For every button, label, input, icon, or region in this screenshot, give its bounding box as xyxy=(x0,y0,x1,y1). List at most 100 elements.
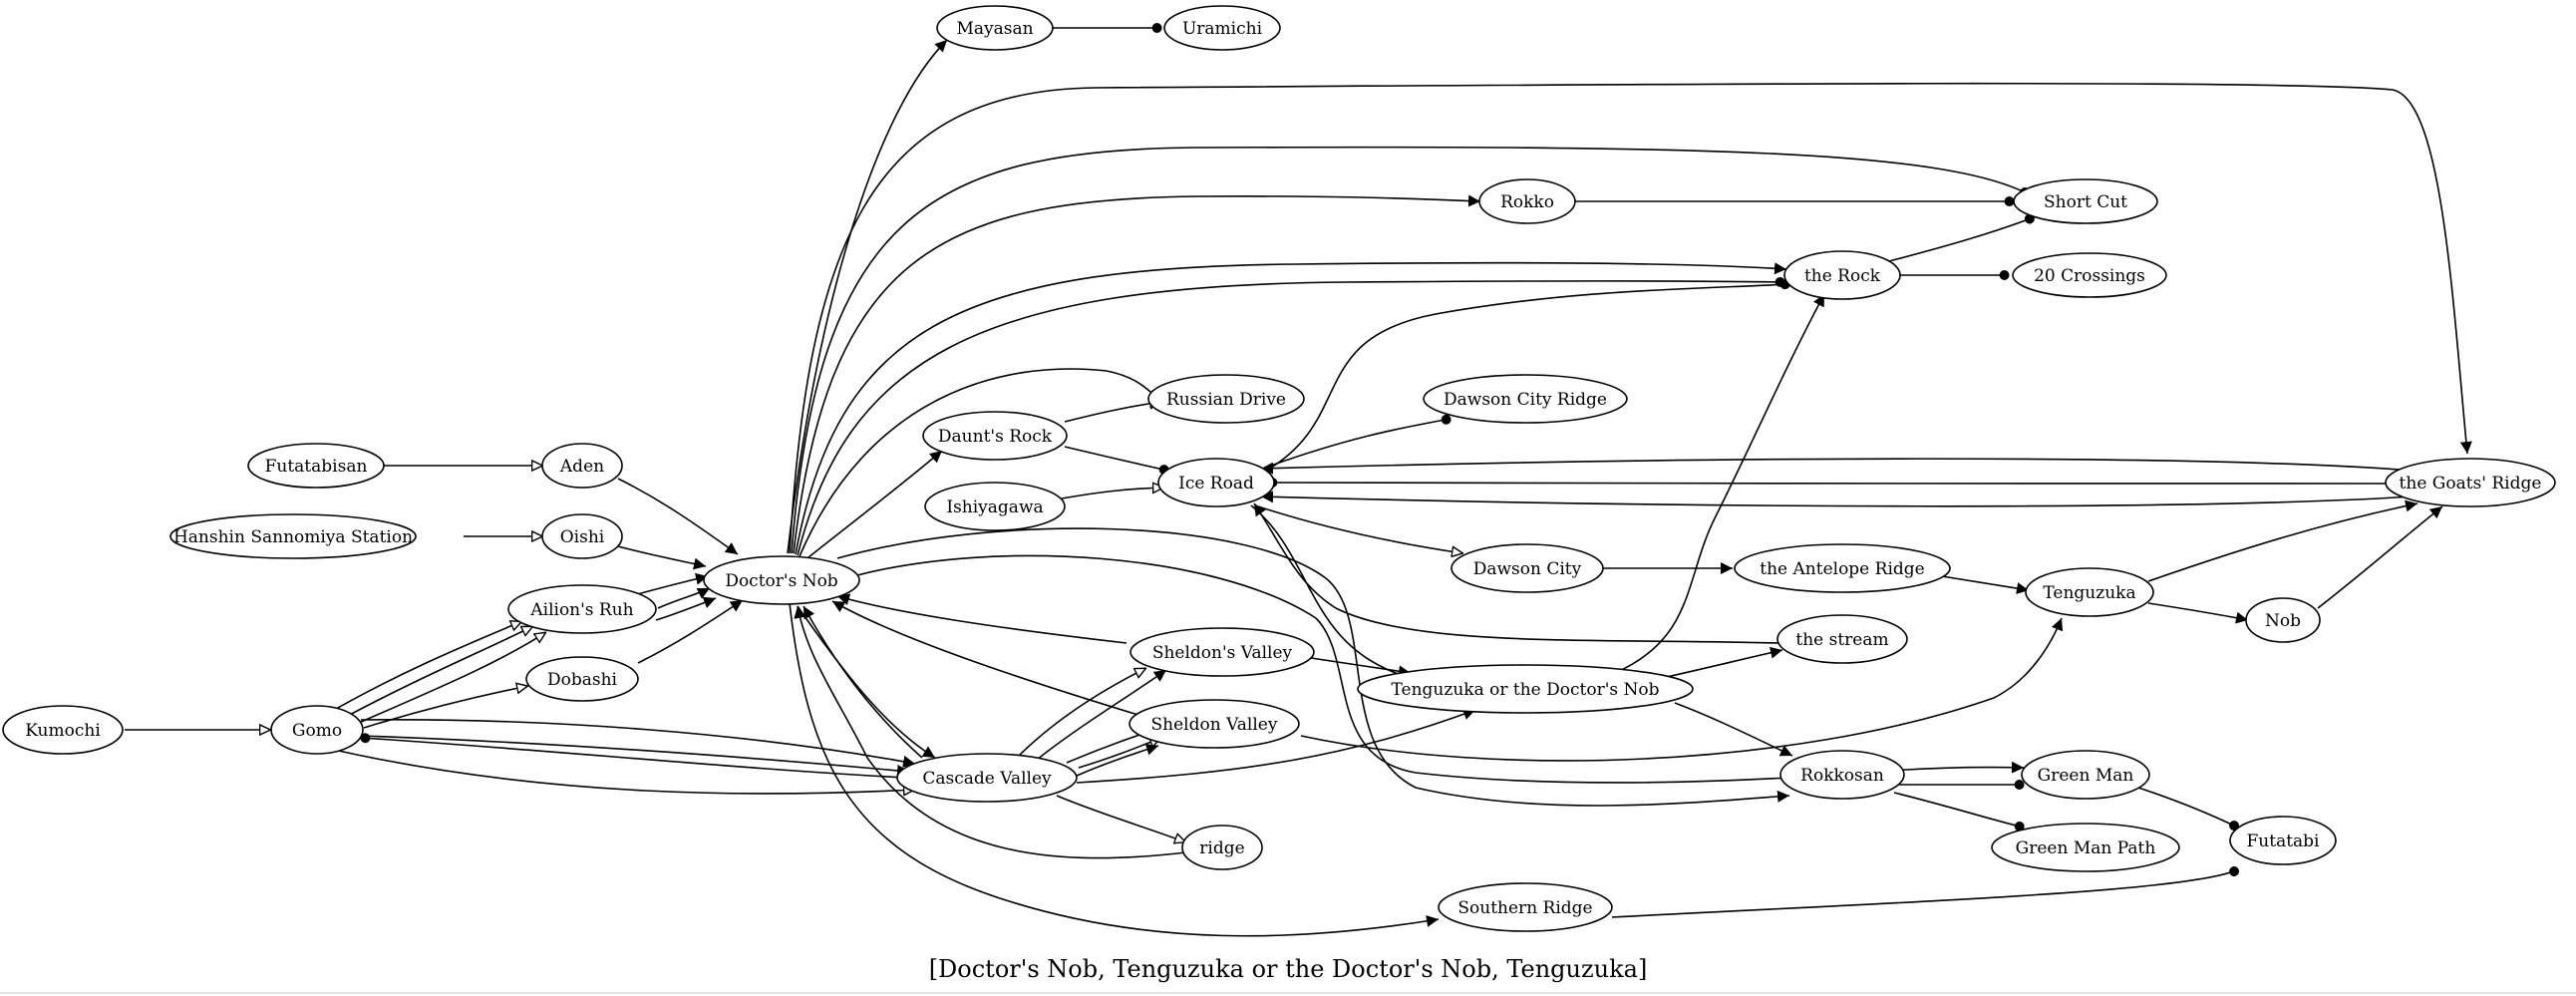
edge-ishiyagawa-to-ice-road xyxy=(1061,488,1164,499)
node-ailions-ruh[interactable]: Ailion's Ruh xyxy=(507,584,657,634)
graph-caption: [Doctor's Nob, Tenguzuka or the Doctor's… xyxy=(929,955,1648,983)
svg-text:Rokko: Rokko xyxy=(1500,192,1554,212)
node-tenguzuka[interactable]: Tenguzuka xyxy=(2025,567,2154,617)
node-rokko[interactable]: Rokko xyxy=(1478,178,1576,224)
svg-text:the Goats' Ridge: the Goats' Ridge xyxy=(2400,474,2542,494)
svg-text:Cascade Valley: Cascade Valley xyxy=(922,769,1052,789)
node-the-rock[interactable]: the Rock xyxy=(1783,250,1901,300)
node-hanshin-sannomiya-station[interactable]: Hanshin Sannomiya Station xyxy=(169,513,417,559)
edge-ice-road-to-dawson-city-ridge xyxy=(1267,414,1451,468)
svg-text:Mayasan: Mayasan xyxy=(956,19,1033,39)
node-sheldon-valley[interactable]: Sheldon Valley xyxy=(1128,699,1300,749)
node-aden[interactable]: Aden xyxy=(541,443,623,489)
edge-ice-road-to-the-rock xyxy=(1265,279,1790,472)
edge-southern-ridge-to-futatabi xyxy=(1611,866,2240,918)
svg-text:Uramichi: Uramichi xyxy=(1182,19,1263,39)
edge-doctors-nob-to-mayasan xyxy=(787,39,948,554)
node-ice-road[interactable]: Ice Road xyxy=(1157,458,1275,507)
node-tenguzuka-or-the-doctors-nob[interactable]: Tenguzuka or the Doctor's Nob xyxy=(1357,664,1694,714)
svg-text:Kumochi: Kumochi xyxy=(25,721,101,741)
svg-text:Nob: Nob xyxy=(2265,611,2301,631)
edge-tenguzuka-to-nob xyxy=(2147,602,2249,624)
edge-cascade-valley-to-doctors-nob xyxy=(803,605,923,759)
node-daunts-rock[interactable]: Daunt's Rock xyxy=(922,411,1068,461)
svg-text:20 Crossings: 20 Crossings xyxy=(2034,266,2145,286)
edge-tenguzuka-to-goats-ridge xyxy=(2147,499,2418,582)
node-doctors-nob[interactable]: Doctor's Nob xyxy=(703,555,860,605)
edge-tenguzuka-or-doctors-nob-to-rokkosan xyxy=(1674,702,1793,757)
svg-text:Gomo: Gomo xyxy=(292,721,342,741)
svg-text:the Antelope Ridge: the Antelope Ridge xyxy=(1760,559,1924,579)
svg-text:Dawson City: Dawson City xyxy=(1473,559,1582,579)
edge-gomo-to-ailions-ruh-3 xyxy=(358,631,546,724)
svg-text:Ailion's Ruh: Ailion's Ruh xyxy=(529,600,633,620)
svg-text:Hanshin Sannomiya Station: Hanshin Sannomiya Station xyxy=(173,527,413,547)
node-sheldons-valley[interactable]: Sheldon's Valley xyxy=(1129,627,1315,677)
svg-text:Sheldon's Valley: Sheldon's Valley xyxy=(1152,643,1293,663)
edge-cascade-valley-to-sheldons-valley-1 xyxy=(1016,667,1146,759)
svg-text:Tenguzuka or the Doctor's Nob: Tenguzuka or the Doctor's Nob xyxy=(1392,680,1660,700)
node-short-cut[interactable]: Short Cut xyxy=(2013,178,2158,224)
node-gomo[interactable]: Gomo xyxy=(270,705,364,755)
edge-green-man-to-futatabi xyxy=(2137,787,2239,831)
edge-gomo-to-ailions-ruh-1 xyxy=(328,621,522,714)
node-the-stream[interactable]: the stream xyxy=(1776,614,1908,664)
node-green-man-path[interactable]: Green Man Path xyxy=(1991,823,2180,872)
node-ridge[interactable]: ridge xyxy=(1181,825,1263,870)
node-dawson-city-ridge[interactable]: Dawson City Ridge xyxy=(1423,374,1628,424)
svg-text:Tenguzuka: Tenguzuka xyxy=(2043,583,2135,603)
svg-text:Futatabi: Futatabi xyxy=(2247,831,2321,851)
node-russian-drive[interactable]: Russian Drive xyxy=(1147,374,1305,424)
node-southern-ridge[interactable]: Southern Ridge xyxy=(1438,882,1613,932)
svg-text:Oishi: Oishi xyxy=(560,527,605,547)
node-uramichi[interactable]: Uramichi xyxy=(1163,5,1281,51)
svg-text:ridge: ridge xyxy=(1199,838,1244,858)
node-the-antelope-ridge[interactable]: the Antelope Ridge xyxy=(1734,543,1951,593)
node-kumochi[interactable]: Kumochi xyxy=(2,705,124,755)
edge-ailions-ruh-to-doctors-nob-mid xyxy=(657,587,711,609)
edge-ailions-ruh-to-doctors-nob-lower xyxy=(655,596,717,621)
edge-cascade-valley-to-tenguzuka-or-doctors-nob xyxy=(1076,708,1476,784)
node-nob[interactable]: Nob xyxy=(2245,597,2321,643)
node-futatabi[interactable]: Futatabi xyxy=(2229,816,2337,865)
svg-text:Ishiyagawa: Ishiyagawa xyxy=(946,498,1043,517)
edge-ice-road-to-dawson-city xyxy=(1257,505,1463,553)
node-green-man[interactable]: Green Man xyxy=(2021,750,2150,800)
edge-sheldons-valley-to-doctors-nob xyxy=(836,593,1127,644)
edge-doctors-nob-to-rokkosan xyxy=(836,527,1790,807)
edge-gomo-to-ailions-ruh-2 xyxy=(343,625,533,719)
svg-text:the Rock: the Rock xyxy=(1804,266,1881,286)
node-dawson-city[interactable]: Dawson City xyxy=(1450,543,1604,593)
edge-gomo-to-cascade-valley-1 xyxy=(360,719,916,768)
node-ishiyagawa[interactable]: Ishiyagawa xyxy=(924,482,1066,531)
edge-gomo-to-cascade-valley-2 xyxy=(360,735,910,777)
node-the-goats-ridge[interactable]: the Goats' Ridge xyxy=(2385,458,2556,507)
edge-doctors-nob-to-rokkosan-2 xyxy=(852,554,1790,784)
edge-doctors-nob-to-the-rock-upper xyxy=(795,261,1787,555)
node-rokkosan[interactable]: Rokkosan xyxy=(1779,750,1905,800)
edge-doctors-nob-to-daunts-rock xyxy=(803,450,943,562)
edge-dobashi-to-doctors-nob xyxy=(637,599,744,664)
node-futatabisan[interactable]: Futatabisan xyxy=(247,443,385,489)
node-20-crossings[interactable]: 20 Crossings xyxy=(2012,252,2167,298)
node-cascade-valley[interactable]: Cascade Valley xyxy=(896,753,1078,803)
edge-the-rock-to-short-cut xyxy=(1888,213,2035,262)
edge-oishi-to-doctors-nob xyxy=(617,545,707,570)
node-mayasan[interactable]: Mayasan xyxy=(936,5,1054,51)
edge-goats-ridge-to-ice-road-upper xyxy=(1260,458,2414,475)
svg-text:Dobashi: Dobashi xyxy=(547,670,618,690)
edge-cascade-valley-to-ridge xyxy=(1056,795,1186,842)
edge-cascade-valley-to-gomo xyxy=(360,733,908,779)
edge-cascade-valley-to-sheldon-valley-2 xyxy=(1076,743,1159,777)
edge-aden-to-doctors-nob xyxy=(617,478,739,555)
svg-text:Southern Ridge: Southern Ridge xyxy=(1457,898,1592,918)
edge-sheldons-valley-to-tenguzuka-or-doctors-nob xyxy=(1310,657,1412,678)
node-dobashi[interactable]: Dobashi xyxy=(525,656,639,702)
svg-text:Daunt's Rock: Daunt's Rock xyxy=(938,427,1053,447)
edge-goats-ridge-to-ice-road-mid xyxy=(1267,478,2387,488)
edge-sheldon-valley-to-tenguzuka xyxy=(1300,617,2064,762)
edge-doctors-nob-to-rokko xyxy=(793,194,1481,554)
node-oishi[interactable]: Oishi xyxy=(541,513,623,559)
edge-doctors-nob-to-russian-drive xyxy=(799,368,1157,557)
